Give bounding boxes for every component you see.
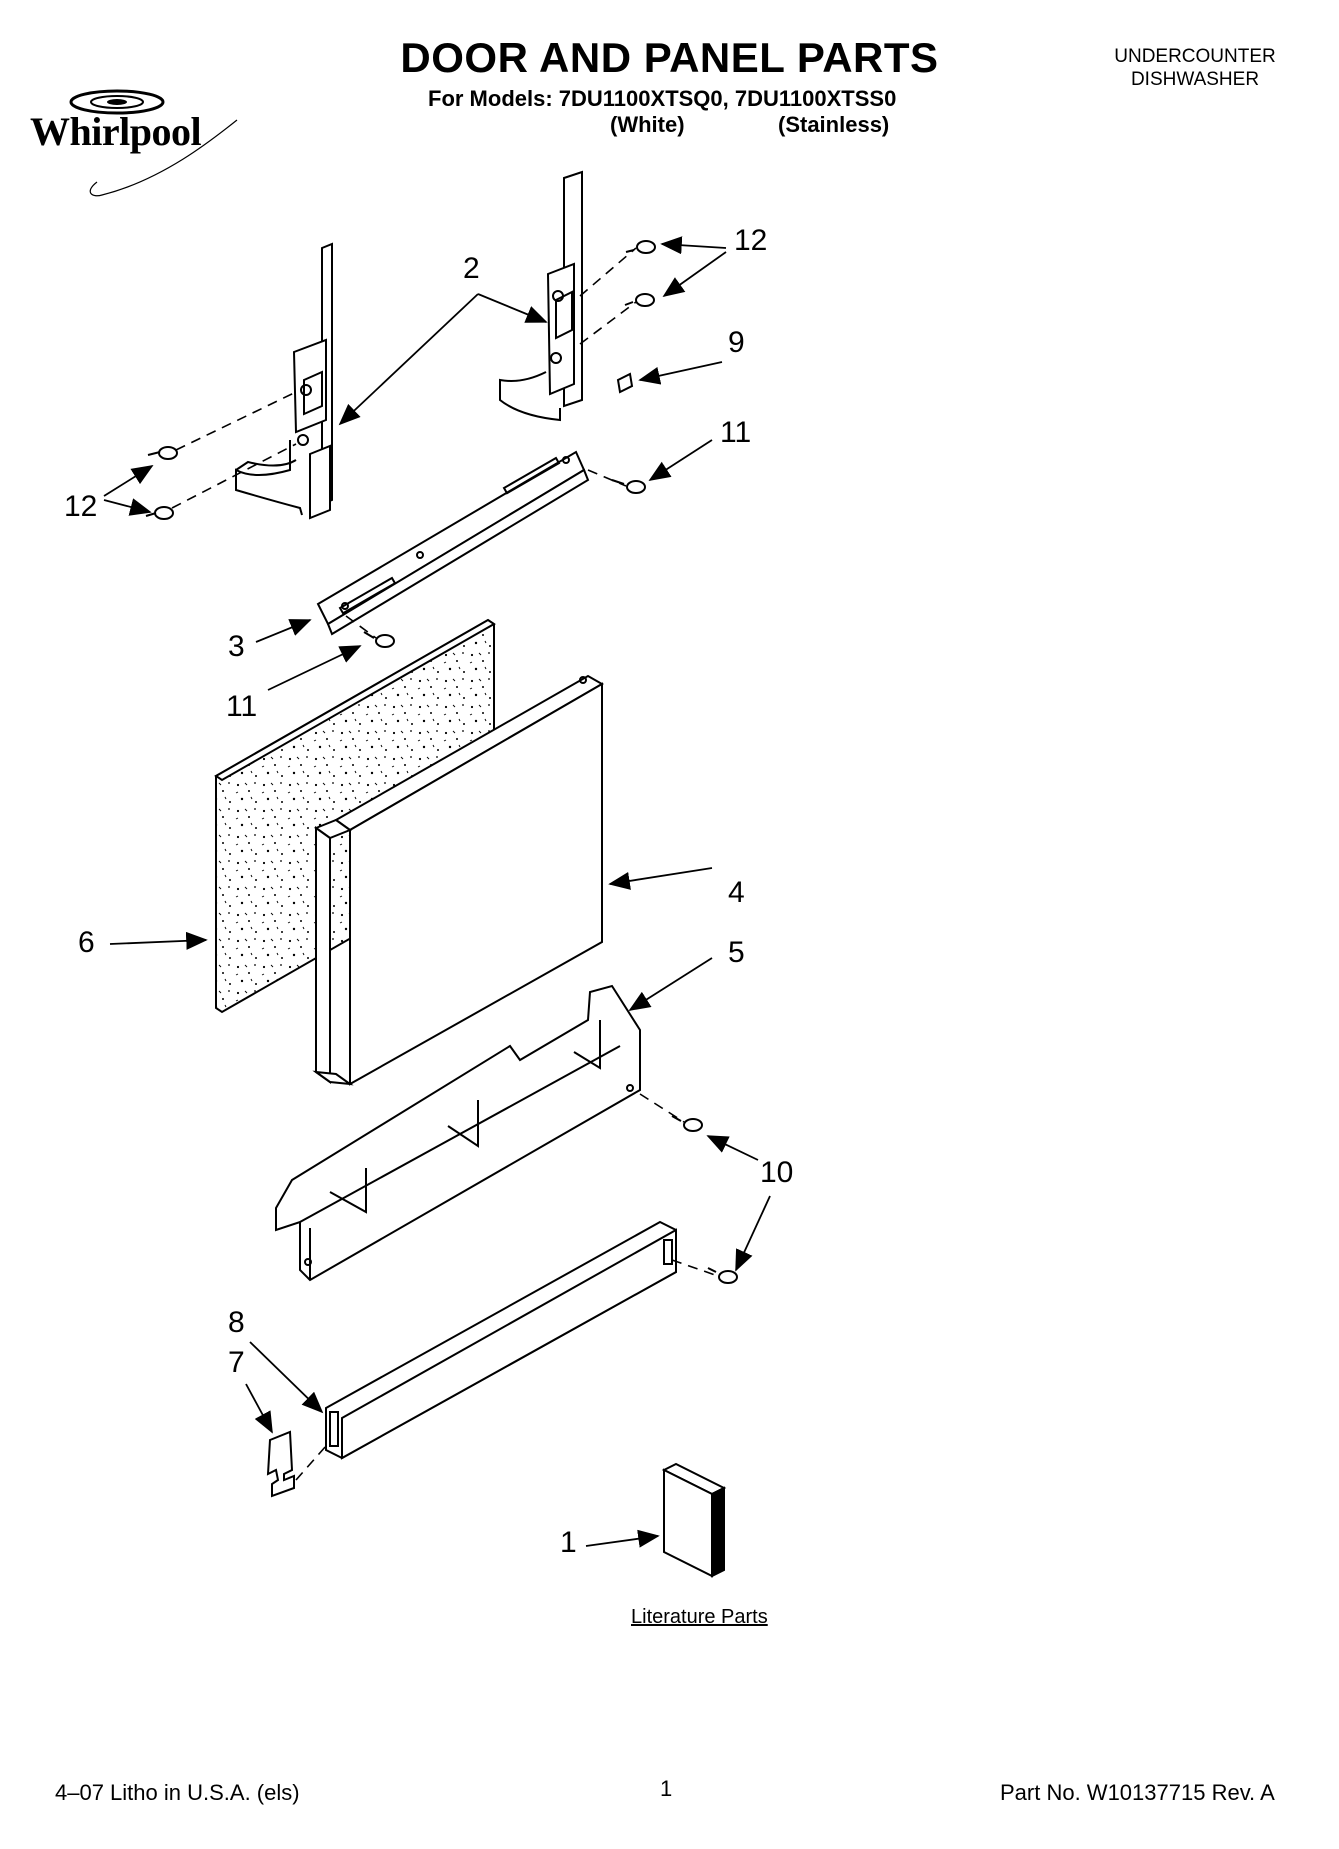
screw-12-right-upper: [636, 240, 656, 254]
door-panel: [312, 674, 605, 1086]
whirlpool-logo: Whirlpool: [22, 80, 262, 210]
category-line-2: DISHWASHER: [1130, 69, 1260, 90]
screw-11-right: [626, 480, 646, 494]
callout-leaders: [103, 236, 771, 1548]
screw-11-left: [375, 634, 395, 648]
screw-12-left-lower: [154, 506, 174, 520]
callout-12-right: 12: [734, 224, 768, 257]
footer-litho: 4–07 Litho in U.S.A. (els): [55, 1780, 300, 1805]
footer-page-number: 1: [660, 1776, 673, 1801]
alignment-lines: [171, 247, 719, 1481]
callout-11-right: 11: [720, 416, 752, 449]
callout-9: 9: [728, 326, 745, 359]
clip-part: [266, 1430, 295, 1498]
brand-wordmark: Whirlpool: [30, 109, 202, 154]
small-clip-part: [616, 372, 634, 394]
variant-stainless-label: (Stainless): [778, 112, 890, 137]
category-line-1: UNDERCOUNTER: [1114, 46, 1276, 67]
screw-12-right-lower: [635, 293, 655, 307]
screw-10-lower: [718, 1270, 738, 1284]
footer-part-number: Part No. W10137715 Rev. A: [1000, 1780, 1275, 1805]
logo-swirl-icon: [69, 89, 238, 197]
models-line: For Models: 7DU1100XTSQ0, 7DU1100XTSS0: [428, 86, 897, 111]
callout-5: 5: [728, 936, 745, 969]
left-hinge-bracket: [235, 242, 333, 520]
callout-12-left: 12: [64, 490, 98, 523]
callout-10: 10: [760, 1156, 794, 1189]
kick-plate-support: [275, 984, 641, 1282]
callout-2: 2: [463, 252, 480, 285]
callout-1: 1: [560, 1526, 577, 1559]
callout-6: 6: [78, 926, 95, 959]
variant-white-label: (White): [610, 112, 685, 137]
callout-11-left: 11: [226, 690, 258, 723]
right-hinge-bracket: [499, 170, 583, 422]
callout-3: 3: [228, 630, 245, 663]
literature-parts-label: Literature Parts: [631, 1606, 768, 1628]
callout-4: 4: [728, 876, 745, 909]
screw-12-left-upper: [158, 446, 178, 460]
cross-bracket: [316, 450, 590, 636]
callout-7: 7: [228, 1346, 245, 1379]
screw-10-upper: [683, 1118, 703, 1132]
callout-8: 8: [228, 1306, 245, 1339]
literature-book: [661, 1462, 727, 1578]
toe-plate: [325, 1220, 677, 1460]
page-title: DOOR AND PANEL PARTS: [400, 34, 939, 81]
